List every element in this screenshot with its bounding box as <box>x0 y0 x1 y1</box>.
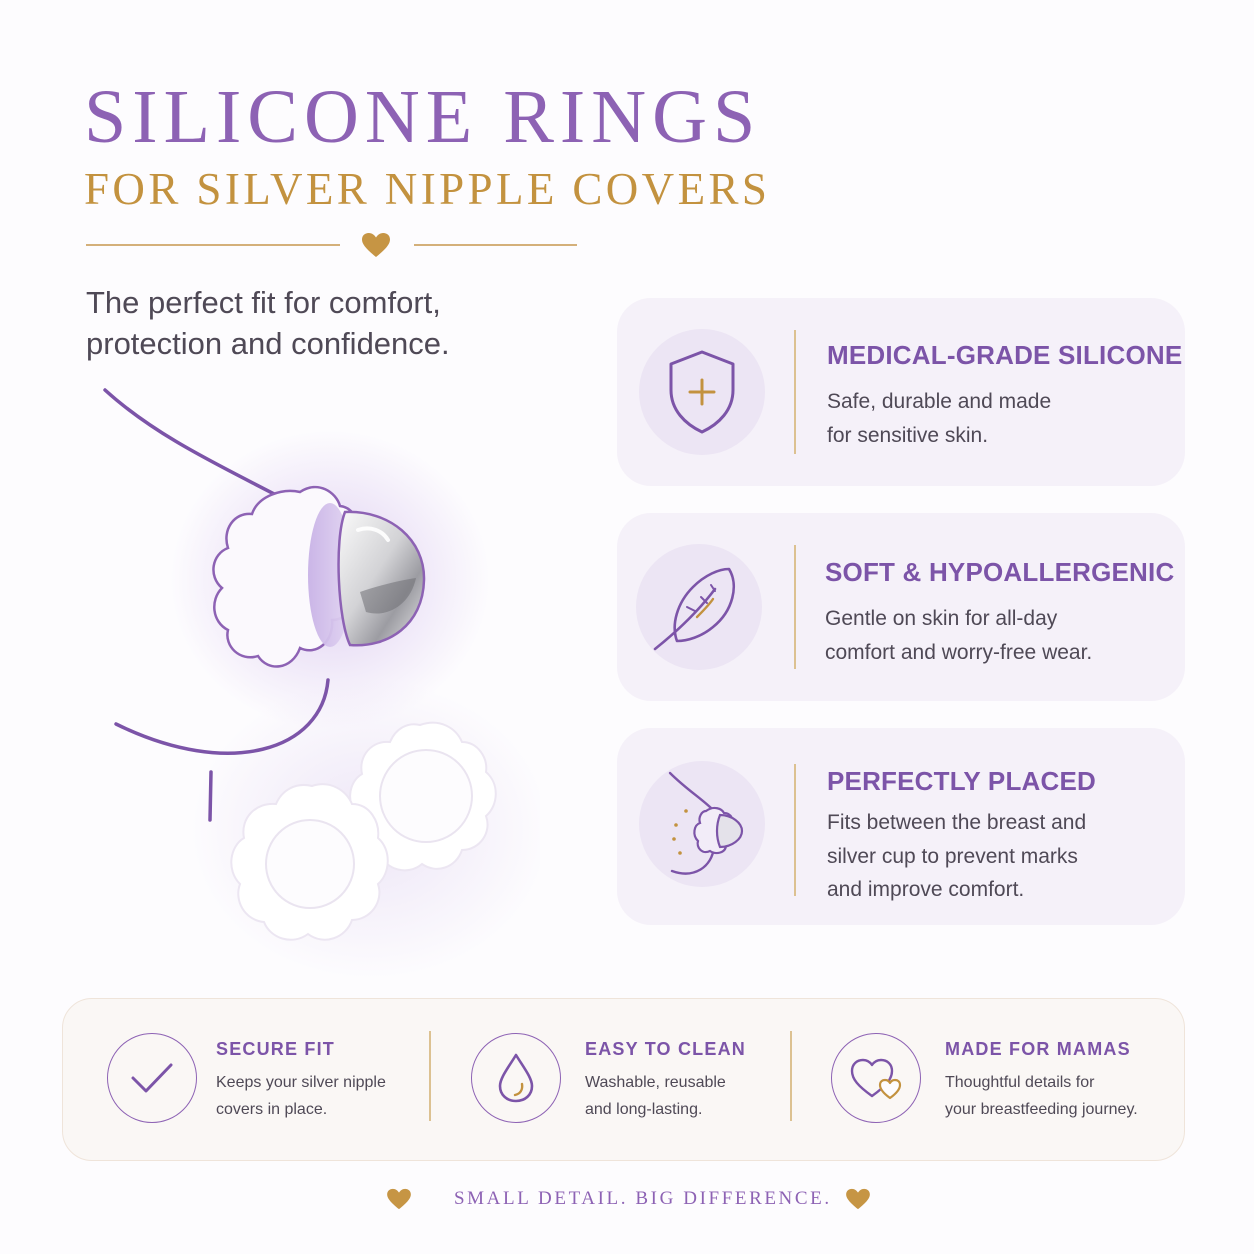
benefits-bar: SECURE FIT Keeps your silver nipple cove… <box>62 998 1185 1161</box>
benefit-title: MADE FOR MAMAS <box>945 1039 1131 1059</box>
page-title: SILICONE RINGS <box>84 75 762 159</box>
divider-line-right <box>414 244 577 246</box>
feature-card-hypoallergenic: SOFT & HYPOALLERGENIC Gentle on skin for… <box>617 513 1185 701</box>
benefit-title: EASY TO CLEAN <box>585 1039 746 1059</box>
feature-card-medical-grade: MEDICAL-GRADE SILICONE Safe, durable and… <box>617 298 1185 486</box>
page-subtitle: FOR SILVER NIPPLE COVERS <box>84 164 771 214</box>
feature-description: Fits between the breast and silver cup t… <box>827 811 1087 901</box>
card-separator <box>794 330 796 454</box>
divider-line-left <box>86 244 340 246</box>
feature-title: SOFT & HYPOALLERGENIC <box>825 557 1175 587</box>
feature-description: Safe, durable and made for sensitive ski… <box>827 390 1052 447</box>
card-separator <box>794 545 796 669</box>
feature-title: MEDICAL-GRADE SILICONE <box>827 340 1183 370</box>
shield-plus-icon <box>639 329 765 455</box>
feather-icon <box>636 544 762 670</box>
benefit-description: Keeps your silver nipple covers in place… <box>216 1074 386 1118</box>
hearts-icon <box>831 1033 921 1123</box>
heart-icon <box>846 1188 870 1210</box>
water-drop-icon <box>471 1033 561 1123</box>
heart-icon <box>362 233 390 257</box>
feature-description: Gentle on skin for all-day comfort and w… <box>825 607 1093 664</box>
footer-slogan: SMALL DETAIL. BIG DIFFERENCE. <box>454 1188 832 1209</box>
benefit-separator <box>790 1031 792 1121</box>
feature-card-perfectly-placed: PERFECTLY PLACED Fits between the breast… <box>617 728 1185 925</box>
benefit-description: Washable, reusable and long-lasting. <box>585 1074 726 1118</box>
tagline: The perfect fit for comfort, protection … <box>86 285 450 361</box>
product-illustration <box>103 388 540 980</box>
benefit-description: Thoughtful details for your breastfeedin… <box>945 1074 1138 1118</box>
breast-cup-icon <box>639 761 765 887</box>
feature-title: PERFECTLY PLACED <box>827 766 1097 796</box>
checkmark-icon <box>107 1033 197 1123</box>
card-separator <box>794 764 796 896</box>
benefit-separator <box>429 1031 431 1121</box>
benefit-title: SECURE FIT <box>216 1039 336 1059</box>
heart-icon <box>387 1188 411 1210</box>
